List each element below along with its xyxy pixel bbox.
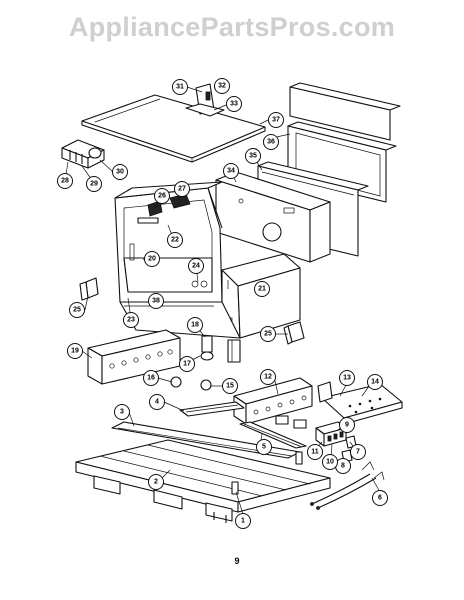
callout-27: 27 — [174, 181, 190, 197]
svg-text:6: 6 — [378, 495, 382, 502]
callout-3: 3 — [114, 404, 130, 420]
callout-6: 6 — [372, 490, 388, 506]
callout-1: 1 — [235, 513, 251, 529]
svg-text:10: 10 — [326, 459, 334, 466]
part-control-module-left — [79, 277, 99, 301]
callout-25-left: 25 — [69, 302, 85, 318]
callout-28: 28 — [57, 173, 73, 189]
svg-text:13: 13 — [343, 375, 351, 382]
callout-18: 18 — [187, 317, 203, 333]
callout-25-right: 25 — [260, 326, 276, 342]
part-right-plate — [317, 381, 403, 425]
svg-text:37: 37 — [272, 117, 280, 124]
part-motor-assembly — [61, 139, 105, 169]
callout-32: 32 — [214, 78, 230, 94]
svg-text:1: 1 — [241, 518, 245, 525]
svg-text:2: 2 — [154, 479, 158, 486]
svg-text:25: 25 — [73, 307, 81, 314]
callout-30: 30 — [112, 164, 128, 180]
part-top-cover — [81, 94, 266, 163]
callout-7: 7 — [350, 444, 366, 460]
callout-23: 23 — [123, 312, 139, 328]
callout-22: 22 — [167, 232, 183, 248]
svg-text:28: 28 — [61, 178, 69, 185]
svg-text:14: 14 — [371, 379, 379, 386]
callout-31: 31 — [172, 79, 188, 95]
svg-text:32: 32 — [218, 83, 226, 90]
svg-text:15: 15 — [226, 383, 234, 390]
part-left-rail — [87, 329, 181, 385]
svg-text:21: 21 — [258, 286, 266, 293]
callout-9: 9 — [339, 417, 355, 433]
callout-38: 38 — [148, 293, 164, 309]
svg-text:19: 19 — [71, 348, 79, 355]
callout-15: 15 — [222, 378, 238, 394]
callout-24: 24 — [188, 258, 204, 274]
part-center-rail — [179, 377, 313, 425]
svg-text:17: 17 — [183, 361, 191, 368]
svg-text:11: 11 — [311, 449, 319, 456]
svg-text:34: 34 — [227, 168, 235, 175]
callout-26: 26 — [154, 188, 170, 204]
part-burner-valve — [170, 335, 241, 391]
callout-35: 35 — [245, 148, 261, 164]
callout-10: 10 — [322, 454, 338, 470]
part-cabinet-wall — [221, 253, 301, 339]
callout-4: 4 — [149, 394, 165, 410]
callout-5: 5 — [256, 439, 272, 455]
watermark-logo: AppliancePartsPros.com — [68, 12, 396, 42]
svg-text:12: 12 — [264, 374, 272, 381]
svg-text:20: 20 — [148, 256, 156, 263]
callout-16: 16 — [143, 370, 159, 386]
part-wire-harness — [310, 461, 385, 510]
callout-17: 17 — [179, 356, 195, 372]
callout-20: 20 — [144, 251, 160, 267]
callout-37: 37 — [268, 112, 284, 128]
svg-text:22: 22 — [171, 237, 179, 244]
svg-text:27: 27 — [178, 186, 186, 193]
page-number: 9 — [234, 556, 239, 566]
svg-text:31: 31 — [176, 84, 184, 91]
svg-text:36: 36 — [267, 139, 275, 146]
callout-11: 11 — [307, 444, 323, 460]
svg-text:18: 18 — [191, 322, 199, 329]
callout-34: 34 — [223, 163, 239, 179]
svg-text:8: 8 — [341, 463, 345, 470]
callout-8: 8 — [335, 458, 351, 474]
svg-text:3: 3 — [120, 409, 124, 416]
svg-text:30: 30 — [116, 169, 124, 176]
callout-14: 14 — [367, 374, 383, 390]
svg-text:29: 29 — [90, 181, 98, 188]
callout-2: 2 — [148, 474, 164, 490]
svg-text:23: 23 — [127, 317, 135, 324]
svg-text:25: 25 — [264, 331, 272, 338]
callout-29: 29 — [86, 176, 102, 192]
svg-text:5: 5 — [262, 444, 266, 451]
svg-text:35: 35 — [249, 153, 257, 160]
callout-36: 36 — [263, 134, 279, 150]
svg-text:38: 38 — [152, 298, 160, 305]
svg-text:4: 4 — [155, 399, 159, 406]
svg-text:16: 16 — [147, 375, 155, 382]
svg-text:24: 24 — [192, 263, 200, 270]
callout-33: 33 — [226, 96, 242, 112]
callout-12: 12 — [260, 369, 276, 385]
part-terminal-block — [275, 415, 357, 463]
callout-21: 21 — [254, 281, 270, 297]
callout-13: 13 — [339, 370, 355, 386]
svg-text:7: 7 — [356, 449, 360, 456]
svg-text:33: 33 — [230, 101, 238, 108]
callout-19: 19 — [67, 343, 83, 359]
part-control-module-right — [283, 321, 305, 345]
svg-text:9: 9 — [345, 422, 349, 429]
svg-text:26: 26 — [158, 193, 166, 200]
